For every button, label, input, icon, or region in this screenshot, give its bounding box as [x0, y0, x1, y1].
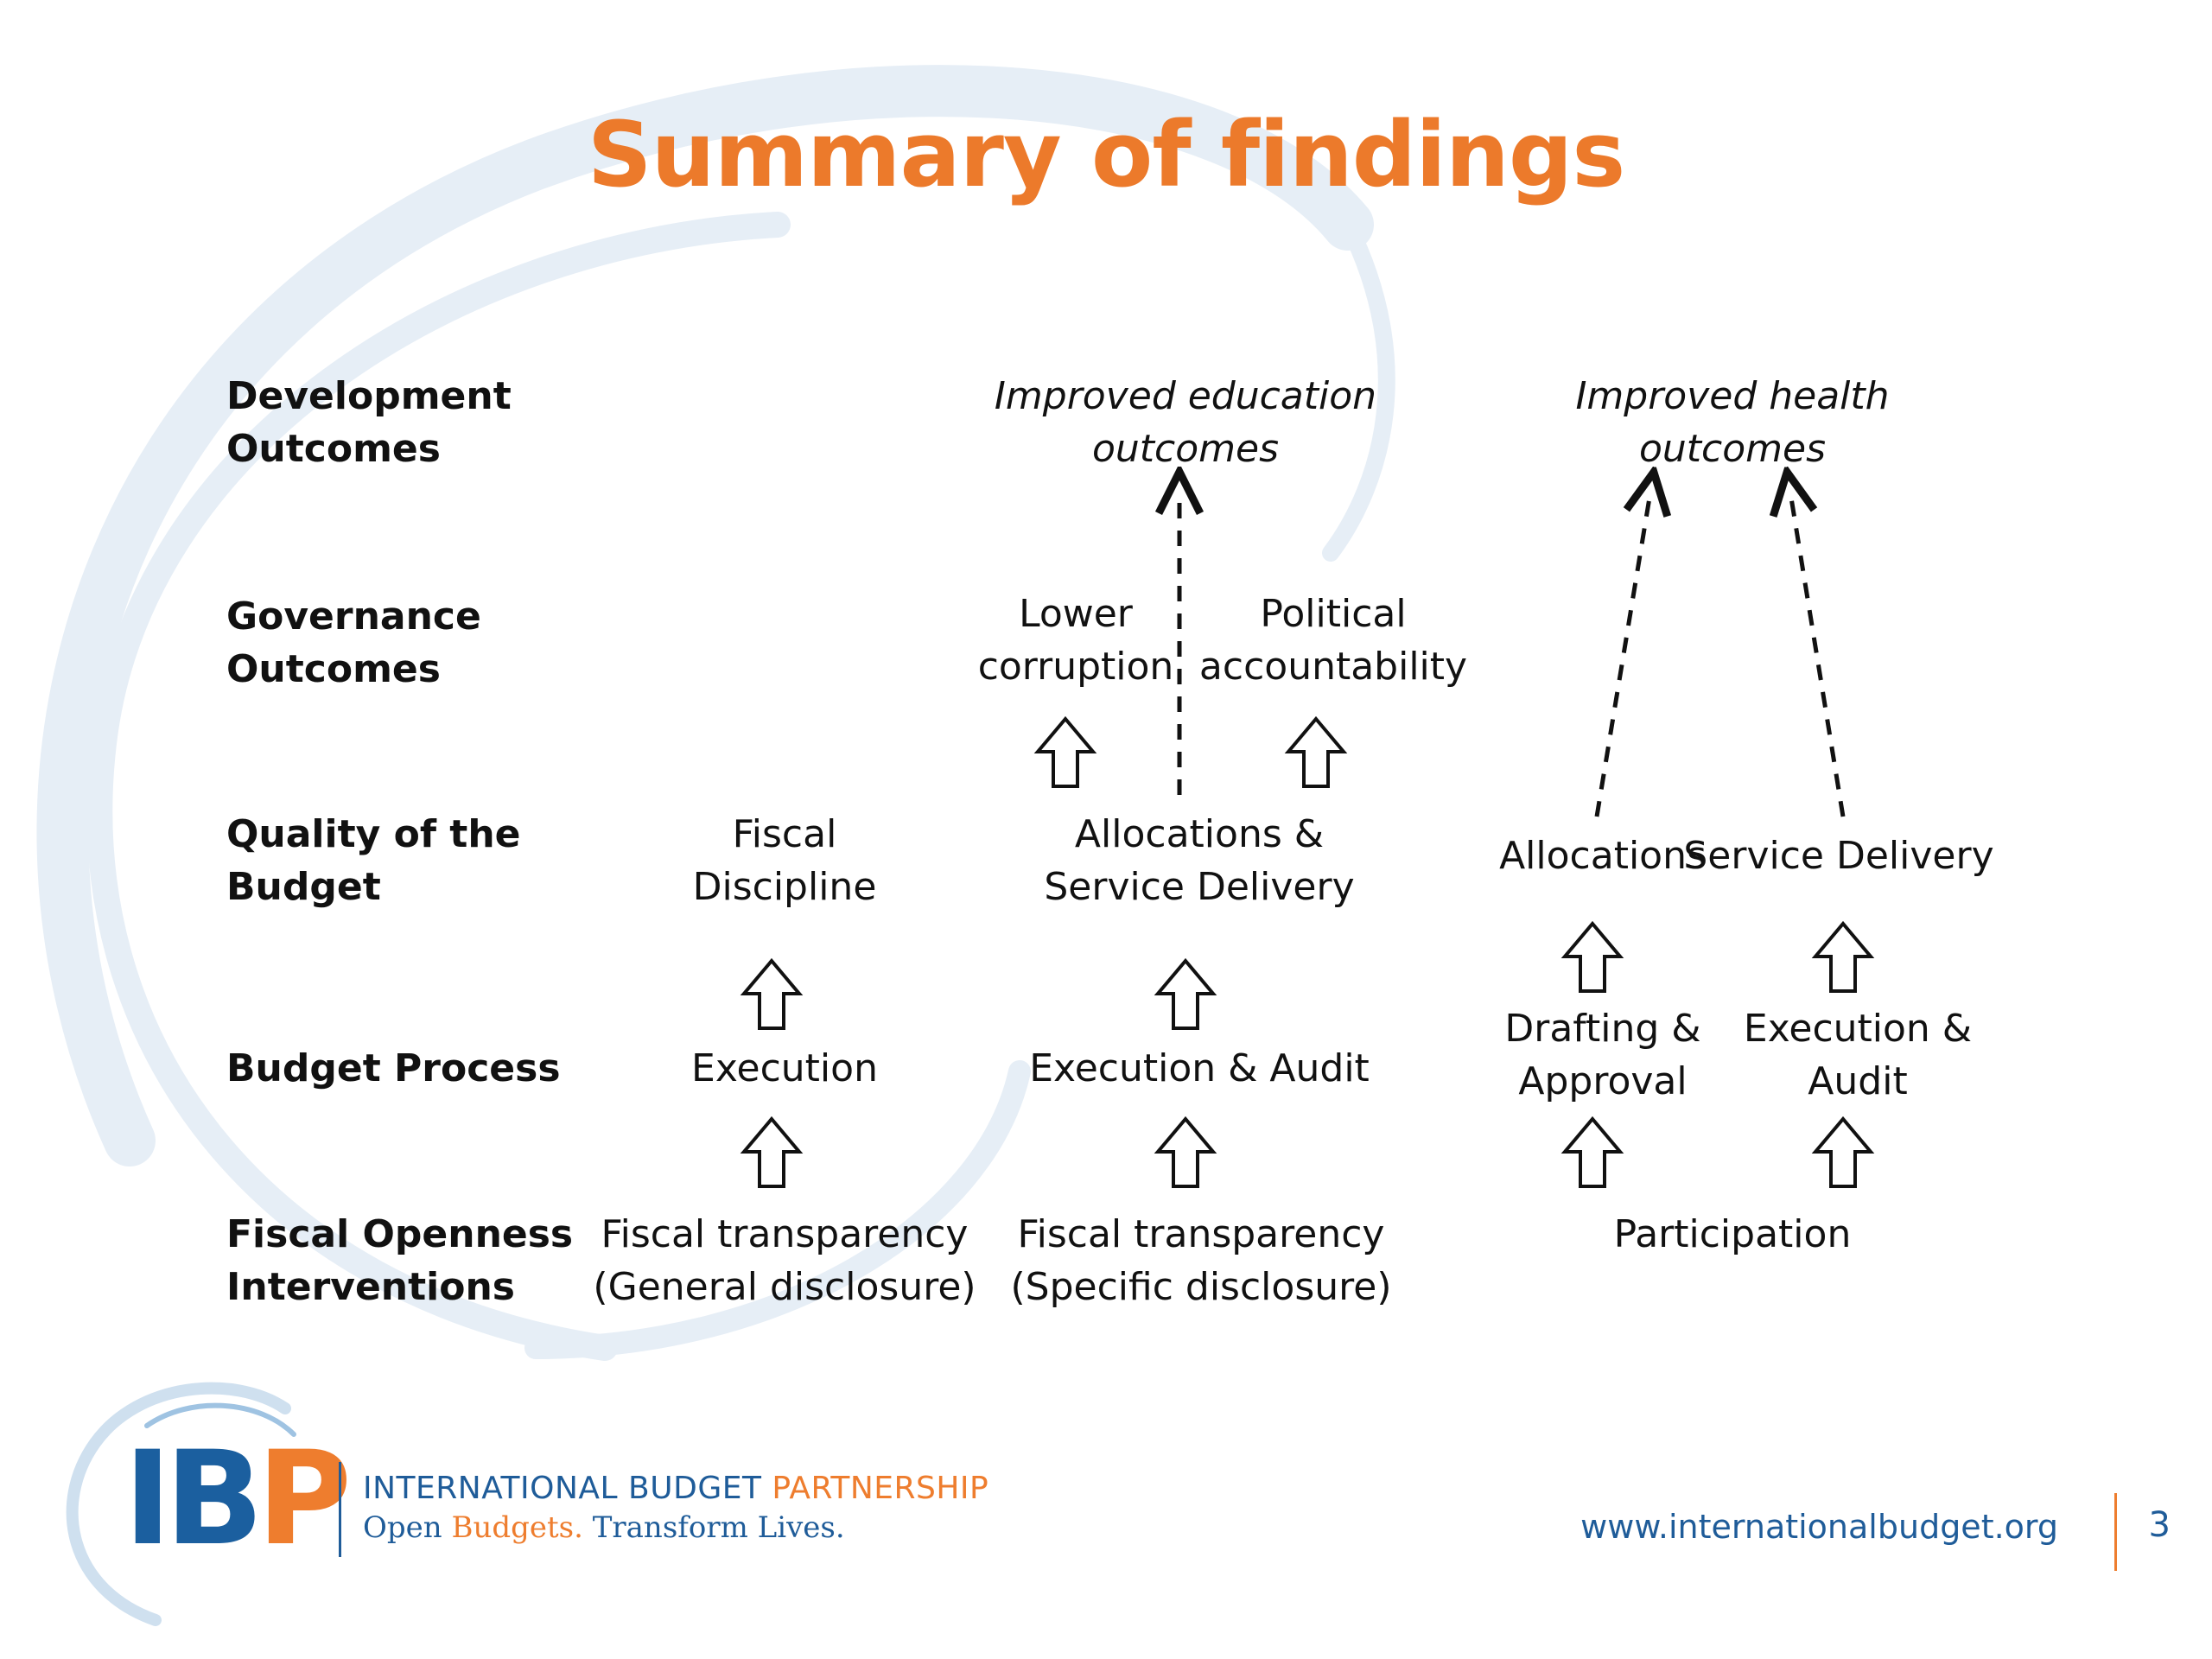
up-arrow-icon	[1287, 717, 1345, 788]
cell-political-accountability: Political accountability	[1198, 592, 1468, 689]
org-name: INTERNATIONAL BUDGET PARTNERSHIP	[363, 1471, 988, 1506]
tagline-part2: Budgets.	[451, 1510, 583, 1545]
row-label-governance-outcomes: Governance Outcomes	[226, 594, 481, 691]
up-arrow-icon	[1563, 1117, 1622, 1188]
row-label-quality-of-budget: Quality of the Budget	[226, 812, 521, 909]
up-arrow-icon	[1036, 717, 1095, 788]
cell-allocations-service-delivery: Allocations & Service Delivery	[1044, 812, 1355, 909]
cell-lower-corruption: Lower corruption	[977, 592, 1174, 689]
cell-execution-audit-health: Execution & Audit	[1743, 1007, 1973, 1103]
cell-participation: Participation	[1613, 1212, 1852, 1256]
logo-swoosh-icon	[66, 1382, 296, 1626]
ibp-logo: IBP	[124, 1434, 352, 1564]
up-arrow-icon	[742, 959, 801, 1030]
logo-letters-ib: IB	[124, 1424, 264, 1574]
org-name-main: INTERNATIONAL BUDGET	[363, 1471, 772, 1506]
dashed-arrow-health-right	[1790, 493, 1846, 817]
cell-general-disclosure: Fiscal transparency (General disclosure)	[593, 1212, 976, 1309]
page-number: 3	[2148, 1505, 2171, 1545]
cell-drafting-approval: Drafting & Approval	[1504, 1007, 1701, 1103]
cell-execution-audit: Execution & Audit	[1029, 1046, 1370, 1090]
cell-allocations: Allocations	[1499, 834, 1707, 878]
up-arrow-icon	[1156, 1117, 1215, 1188]
footer-divider	[2114, 1493, 2117, 1571]
up-arrow-icon	[1156, 959, 1215, 1030]
dashed-arrow-health-left	[1594, 493, 1650, 817]
up-arrow-icon	[1814, 1117, 1872, 1188]
up-arrow-icon	[1563, 922, 1622, 993]
tagline-part1: Open	[363, 1510, 452, 1545]
cell-specific-disclosure: Fiscal transparency (Specific disclosure…	[1010, 1212, 1392, 1309]
cell-service-delivery: Service Delivery	[1683, 834, 1994, 878]
logo-letter-p: P	[257, 1424, 352, 1574]
cell-improved-education: Improved education outcomes	[994, 374, 1377, 471]
logo-divider	[339, 1462, 341, 1557]
website-link[interactable]: www.internationalbudget.org	[1580, 1508, 2058, 1546]
tagline-part3: Transform Lives.	[582, 1510, 845, 1545]
up-arrow-icon	[1814, 922, 1872, 993]
org-name-accent: PARTNERSHIP	[772, 1471, 989, 1506]
row-label-budget-process: Budget Process	[226, 1046, 561, 1090]
row-label-fiscal-openness: Fiscal Openness Interventions	[226, 1212, 574, 1309]
cell-fiscal-discipline: Fiscal Discipline	[692, 812, 877, 909]
cell-execution: Execution	[691, 1046, 878, 1090]
page-title: Summary of findings	[587, 102, 1625, 207]
up-arrow-icon	[742, 1117, 801, 1188]
row-label-development-outcomes: Development Outcomes	[226, 374, 512, 471]
org-tagline: Open Budgets. Transform Lives.	[363, 1510, 845, 1545]
